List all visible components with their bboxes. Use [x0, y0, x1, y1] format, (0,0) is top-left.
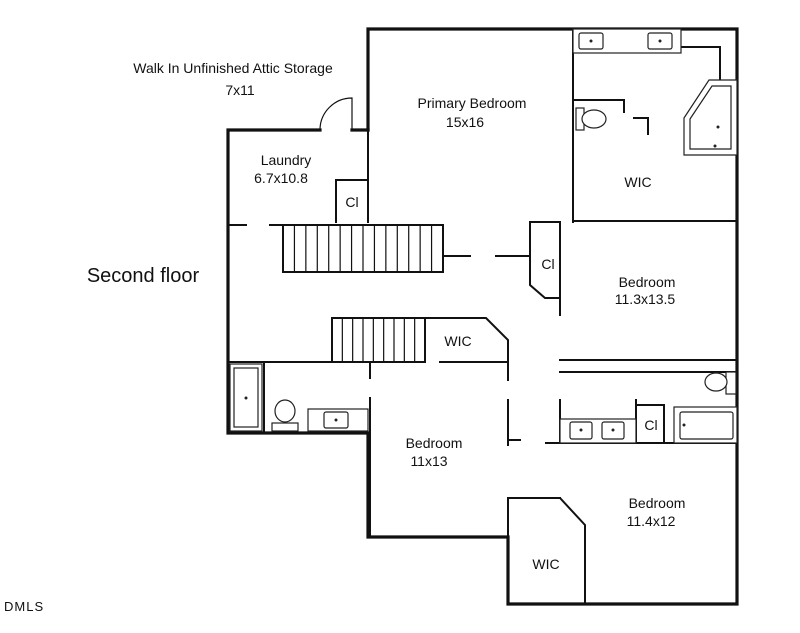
primary-wic-label: WIC — [624, 174, 651, 190]
attic-size: 7x11 — [225, 82, 255, 98]
hall-closet-label: Cl — [541, 256, 554, 272]
bedroom-lower-name: Bedroom — [629, 495, 686, 511]
upper-stair-treads — [293, 225, 433, 272]
lower-stair-treads — [341, 318, 416, 362]
attic-door — [319, 97, 353, 131]
primary-vanity — [572, 28, 682, 54]
watermark: DMLS — [4, 599, 44, 614]
laundry-closet-label: Cl — [345, 194, 358, 210]
attic-name: Walk In Unfinished Attic Storage — [133, 60, 333, 76]
primary-bedroom-size: 15x16 — [446, 114, 484, 130]
primary-toilet — [575, 107, 607, 131]
hall-bath-toilet — [704, 371, 737, 395]
left-bath-vanity — [307, 408, 369, 432]
bedroom-right-name: Bedroom — [619, 274, 676, 290]
hall-wic-label: WIC — [444, 333, 471, 349]
bedroom-mid-size: 11x13 — [410, 453, 447, 469]
bedroom-mid-name: Bedroom — [406, 435, 463, 451]
left-bath-shower — [229, 363, 263, 432]
laundry-name: Laundry — [261, 152, 312, 168]
primary-shower — [683, 79, 738, 156]
bedroom-lower-size: 11.4x12 — [627, 513, 676, 529]
hall-bath-tub — [673, 406, 738, 444]
bedroom-right-size: 11.3x13.5 — [615, 291, 676, 307]
hall-bath-vanity — [559, 418, 637, 444]
page-title: Second floor — [87, 265, 200, 287]
lower-stairs — [331, 317, 426, 363]
interior-walls — [227, 28, 738, 605]
upper-stairs — [282, 224, 444, 273]
left-bath-toilet — [271, 399, 299, 432]
lower-wic-label: WIC — [532, 556, 559, 572]
primary-bedroom-name: Primary Bedroom — [418, 95, 527, 111]
laundry-size: 6.7x10.8 — [254, 170, 308, 186]
bath-closet-label: Cl — [644, 417, 657, 433]
